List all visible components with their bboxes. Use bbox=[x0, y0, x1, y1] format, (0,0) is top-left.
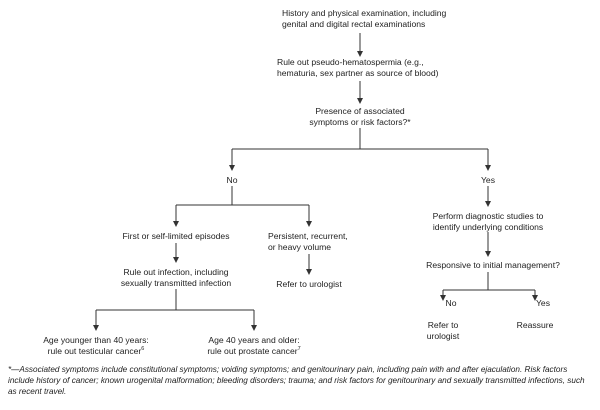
node-rule-out-infection-line2: sexually transmitted infection bbox=[120, 278, 232, 288]
node-refer-urologist-right-line1: Refer to bbox=[427, 320, 459, 330]
node-rule-out-pseudo: Rule out pseudo-hematospermia (e.g., hem… bbox=[277, 57, 438, 79]
node-age-under-40-text: rule out testicular cancer bbox=[47, 346, 142, 356]
node-presence-question-line2: symptoms or risk factors?* bbox=[309, 117, 411, 127]
node-rule-out-infection: Rule out infection, including sexually t… bbox=[121, 267, 231, 289]
node-refer-urologist-left: Refer to urologist bbox=[276, 279, 342, 289]
node-presence-question-line1: Presence of associated bbox=[315, 106, 405, 116]
node-diagnostic-studies-line2: identify underlying conditions bbox=[432, 222, 544, 232]
node-persistent-line2: or heavy volume bbox=[268, 242, 332, 252]
node-history-exam-line1: History and physical examination, includ… bbox=[282, 8, 447, 18]
node-no-right: No bbox=[445, 298, 457, 308]
node-rule-out-pseudo-line1: Rule out pseudo-hematospermia (e.g., bbox=[277, 57, 424, 67]
node-refer-urologist-right-line2: urologist bbox=[426, 331, 460, 341]
node-history-exam: History and physical examination, includ… bbox=[282, 8, 446, 30]
node-responsive-question: Responsive to initial management? bbox=[426, 260, 560, 270]
node-no-branch: No bbox=[226, 175, 238, 185]
node-age-40-over: Age 40 years and older: rule out prostat… bbox=[207, 335, 300, 357]
node-first-episodes: First or self-limited episodes bbox=[122, 231, 230, 241]
node-yes-branch: Yes bbox=[480, 175, 496, 185]
node-age-under-40: Age younger than 40 years: rule out test… bbox=[43, 335, 149, 357]
node-persistent: Persistent, recurrent, or heavy volume bbox=[268, 231, 348, 253]
node-presence-question: Presence of associated symptoms or risk … bbox=[309, 106, 410, 128]
node-rule-out-pseudo-line2: hematuria, sex partner as source of bloo… bbox=[277, 68, 439, 78]
node-rule-out-infection-line1: Rule out infection, including bbox=[123, 267, 229, 277]
node-refer-urologist-right: Refer to urologist bbox=[427, 320, 459, 342]
node-age-under-40-line2: rule out testicular cancer6 bbox=[43, 346, 149, 357]
footnote: *—Associated symptoms include constituti… bbox=[8, 365, 585, 396]
node-persistent-line1: Persistent, recurrent, bbox=[268, 231, 348, 241]
node-age-40-over-line2: rule out prostate cancer7 bbox=[207, 346, 300, 357]
node-age-40-over-text: rule out prostate cancer bbox=[207, 346, 298, 356]
reference-superscript-6: 6 bbox=[141, 346, 145, 353]
node-age-under-40-line1: Age younger than 40 years: bbox=[43, 335, 149, 345]
node-diagnostic-studies-line1: Perform diagnostic studies to bbox=[432, 211, 544, 221]
node-yes-right: Yes bbox=[535, 298, 551, 308]
node-age-40-over-line1: Age 40 years and older: bbox=[208, 335, 300, 345]
node-diagnostic-studies: Perform diagnostic studies to identify u… bbox=[433, 211, 544, 233]
node-history-exam-line2: genital and digital rectal examinations bbox=[282, 19, 426, 29]
node-reassure: Reassure bbox=[516, 320, 554, 330]
reference-superscript-7: 7 bbox=[297, 346, 301, 353]
